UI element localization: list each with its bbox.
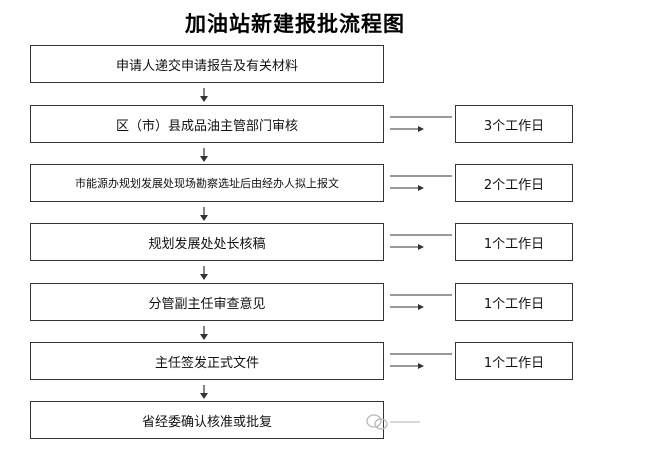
duration-label: 1个工作日	[483, 296, 545, 312]
step-box-6: 主任签发正式文件	[30, 342, 384, 380]
step-box-4: 规划发展处处长核稿	[30, 223, 384, 261]
step-label: 省经委确认核准或批复	[141, 414, 272, 430]
step-box-5: 分管副主任审查意见	[30, 283, 384, 321]
duration-box: 1个工作日	[455, 223, 573, 261]
arrow-down-icon	[200, 266, 208, 280]
step-label: 规划发展处处长核稿	[148, 236, 266, 252]
duration-label: 2个工作日	[483, 177, 545, 193]
step-label: 主任签发正式文件	[154, 355, 259, 371]
step-box-2: 区（市）县成品油主管部门审核	[30, 105, 384, 143]
step-label: 市能源办规划发展处现场勘察选址后由经办人拟上报文	[75, 177, 339, 190]
duration-box: 3个工作日	[455, 105, 573, 143]
arrow-down-icon	[200, 88, 208, 102]
duration-box: 2个工作日	[455, 164, 573, 202]
step-box-3: 市能源办规划发展处现场勘察选址后由经办人拟上报文	[30, 164, 384, 202]
arrow-down-icon	[200, 385, 208, 399]
wechat-watermark-icon	[366, 414, 420, 430]
arrow-down-icon	[200, 326, 208, 340]
step-label: 申请人递交申请报告及有关材料	[115, 58, 298, 74]
step-box-7: 省经委确认核准或批复	[30, 401, 384, 439]
step-box-1: 申请人递交申请报告及有关材料	[30, 45, 384, 83]
arrow-right-icon	[390, 116, 452, 132]
arrow-right-icon	[390, 234, 452, 250]
arrow-right-icon	[390, 294, 452, 310]
duration-label: 1个工作日	[483, 355, 545, 371]
duration-box: 1个工作日	[455, 342, 573, 380]
duration-label: 3个工作日	[483, 118, 545, 134]
step-label: 分管副主任审查意见	[148, 296, 266, 312]
arrow-right-icon	[390, 353, 452, 369]
arrow-down-icon	[200, 148, 208, 162]
arrow-down-icon	[200, 207, 208, 221]
duration-box: 1个工作日	[455, 283, 573, 321]
diagram-title: 加油站新建报批流程图	[185, 12, 405, 36]
step-label: 区（市）县成品油主管部门审核	[115, 118, 298, 134]
arrow-right-icon	[390, 175, 452, 191]
duration-label: 1个工作日	[483, 236, 545, 252]
